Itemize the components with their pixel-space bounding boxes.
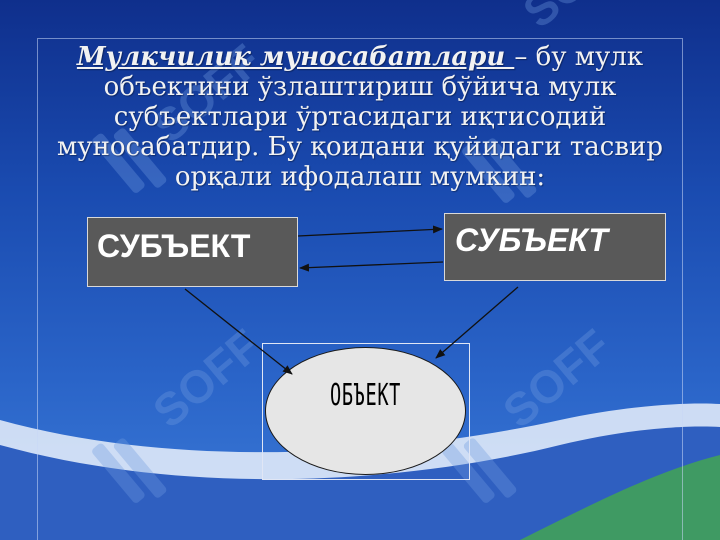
watermark-logo bbox=[92, 438, 167, 503]
intro-text: – бу мулк объектини ўзлаштириш бўйича му… bbox=[57, 42, 663, 192]
background-wave-blue bbox=[0, 426, 720, 540]
intro-paragraph: Мулкчилик муносабатлари – бу мулк объект… bbox=[44, 42, 676, 192]
subject-left-label: СУБЪЕКТ bbox=[97, 228, 251, 264]
object-frame bbox=[262, 343, 470, 480]
background-wave-green bbox=[520, 455, 720, 540]
watermark-logo bbox=[442, 438, 517, 503]
object-label: ОБЪЕКТ bbox=[330, 378, 401, 413]
intro-term: Мулкчилик муносабатлари bbox=[76, 42, 515, 72]
subject-box-right: СУБЪЕКТ bbox=[444, 213, 666, 281]
watermark-text: SOFF bbox=[513, 0, 640, 38]
content-frame bbox=[37, 38, 683, 540]
watermark-logo bbox=[462, 138, 537, 203]
watermark-logo bbox=[92, 128, 167, 193]
subject-right-label: СУБЪЕКТ bbox=[455, 222, 608, 258]
object-ellipse bbox=[265, 347, 466, 475]
subject-box-left: СУБЪЕКТ bbox=[87, 217, 298, 287]
